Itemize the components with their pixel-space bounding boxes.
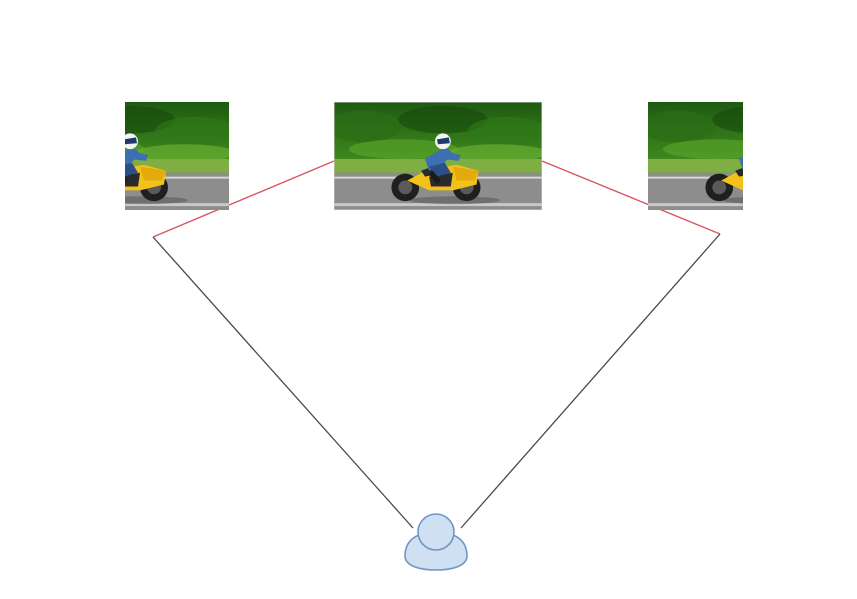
connector-right-frame-to-corner: [541, 160, 721, 235]
connector-left-corner-to-viewer: [152, 236, 414, 529]
connector-right-corner-to-viewer: [460, 233, 721, 529]
connector-left-frame-to-corner: [152, 160, 335, 238]
image-frame-left: [125, 102, 229, 210]
image-frame-center: [334, 102, 542, 210]
image-frame-right: [648, 102, 743, 210]
user-icon: [404, 513, 468, 571]
